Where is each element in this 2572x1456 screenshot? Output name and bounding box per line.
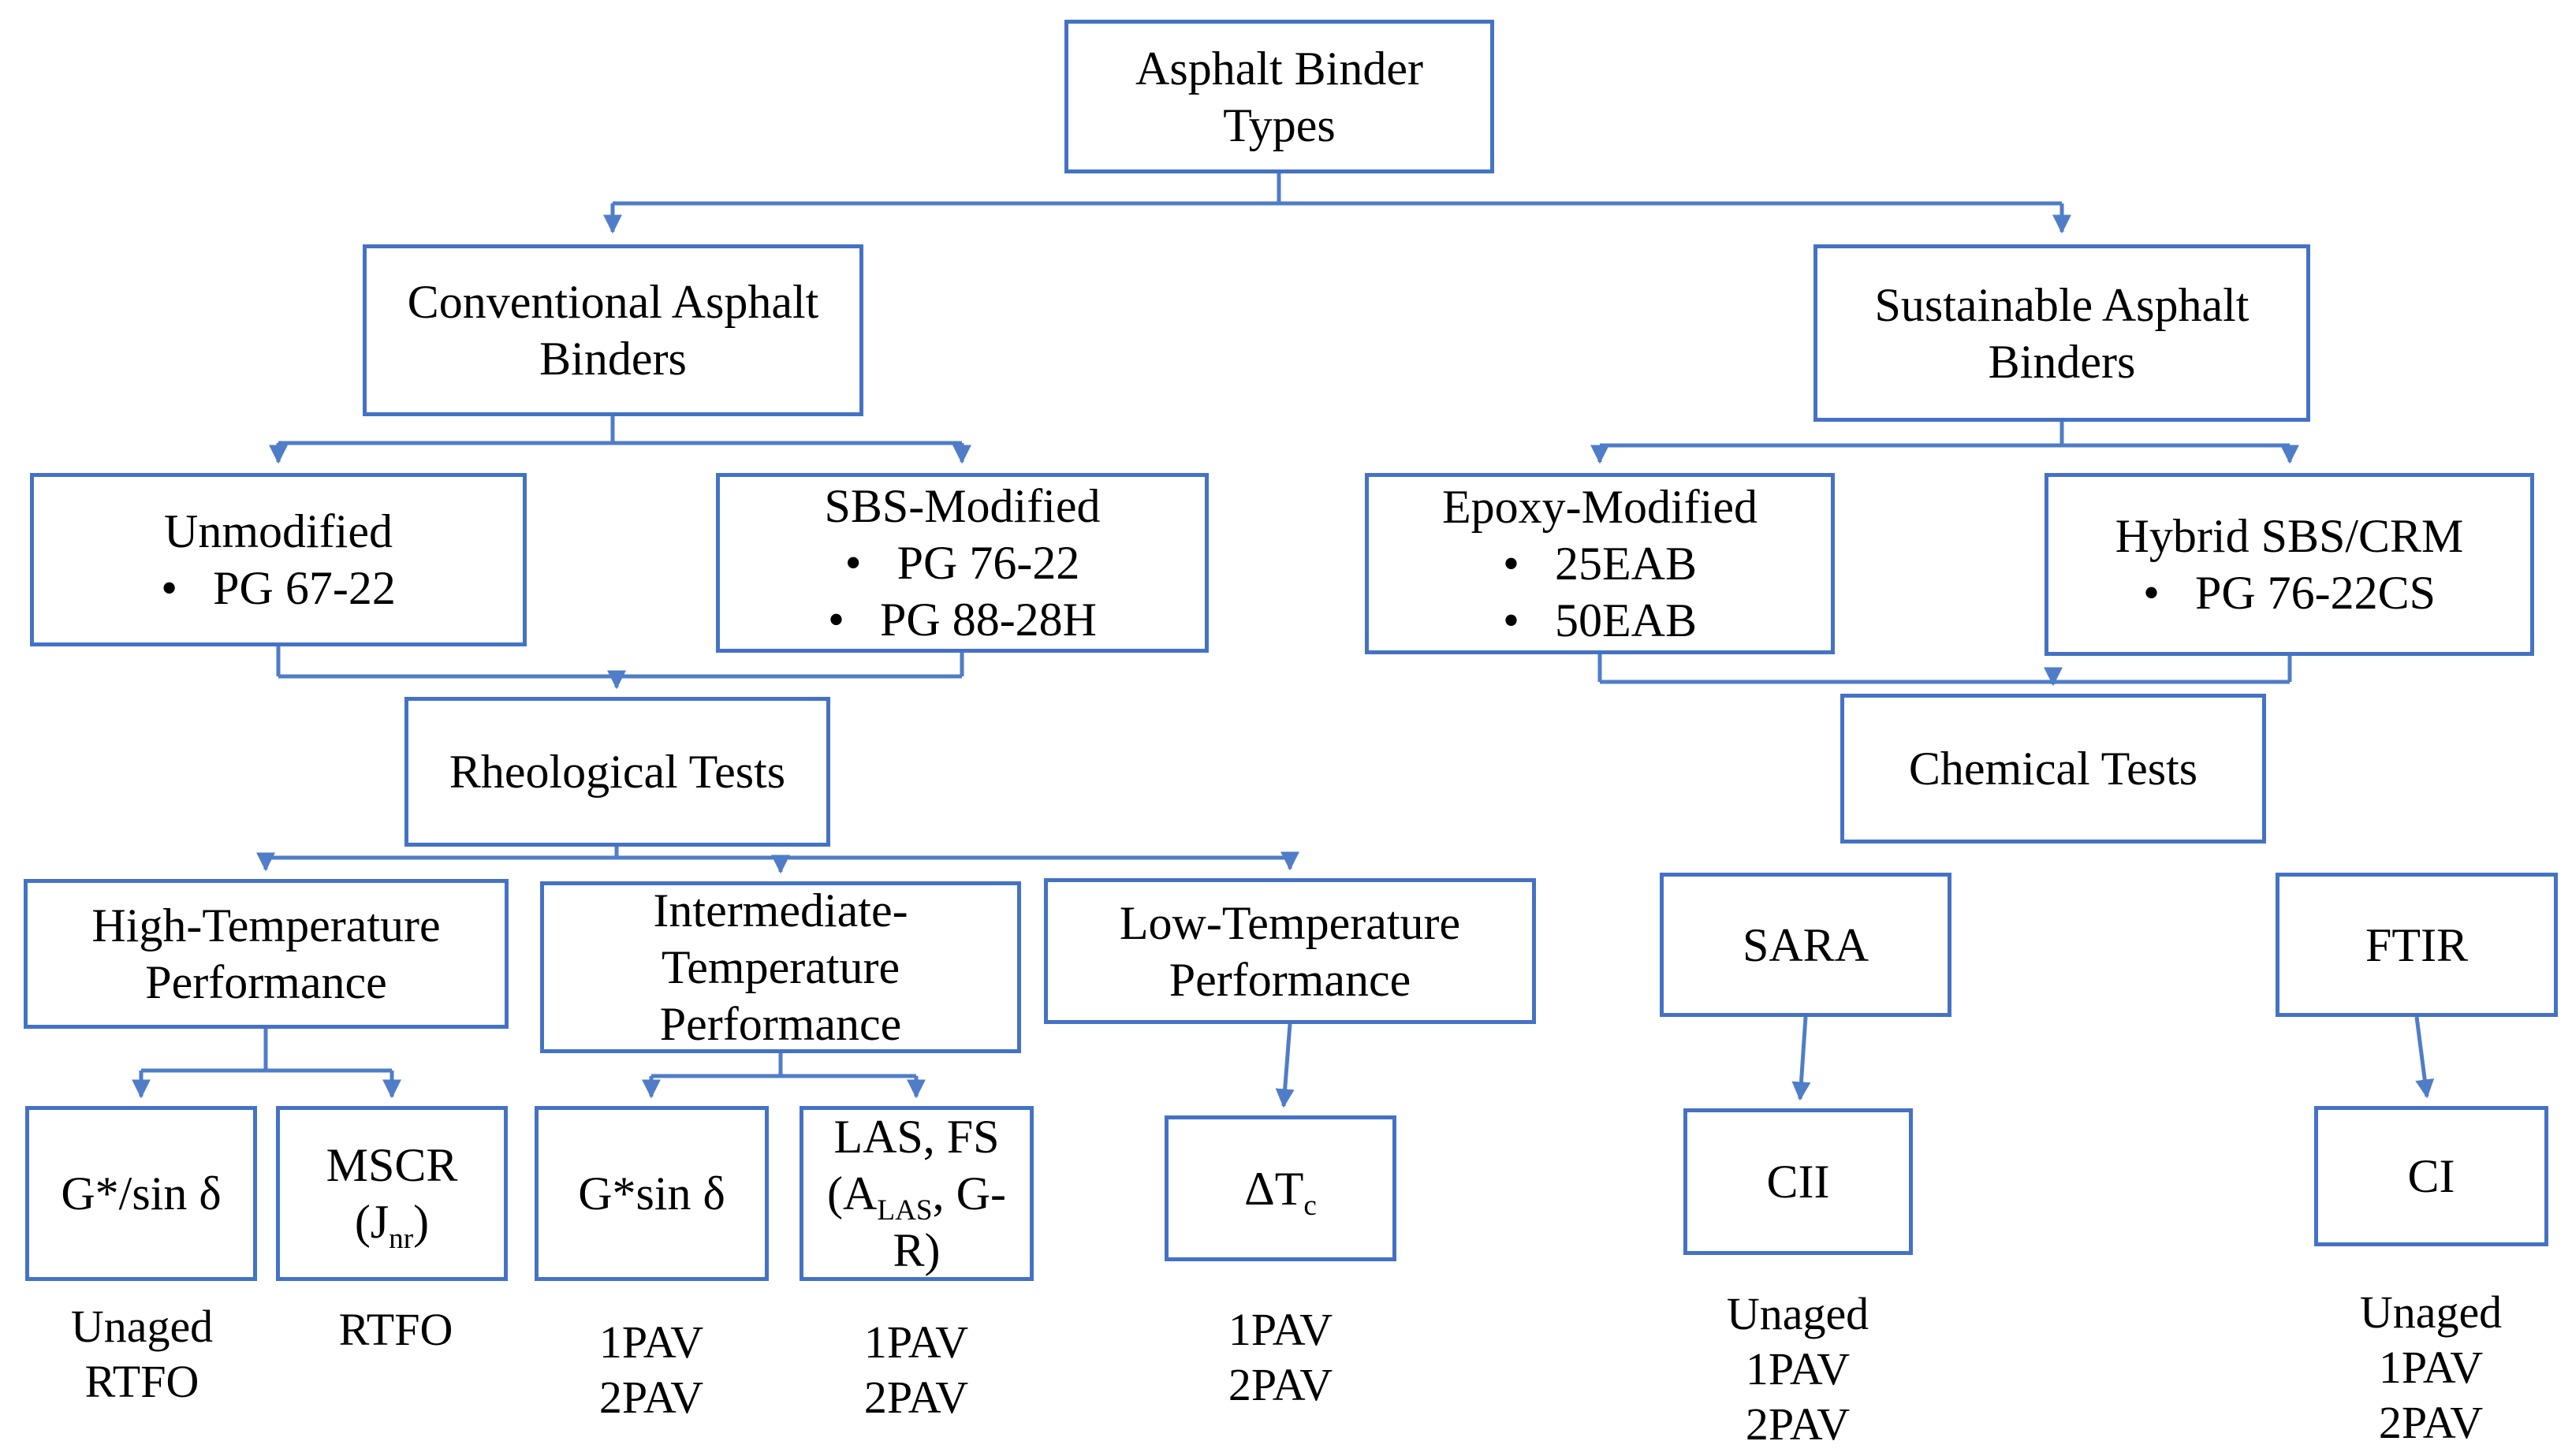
node-ci: CI: [2314, 1106, 2548, 1246]
node-ci-label: CI: [2407, 1150, 2455, 1202]
node-sbs-modified-label: SBS-Modified• PG 76-22• PG 88-28H: [824, 480, 1101, 646]
node-gstar-sin-delta-label: G*sin δ: [578, 1167, 725, 1220]
node-sara-label: SARA: [1742, 918, 1869, 971]
node-hybrid-sbs-crm: Hybrid SBS/CRM• PG 76-22CS: [2045, 473, 2534, 656]
node-unmodified-label: Unmodified• PG 67-22: [161, 505, 396, 614]
node-mscr-jnr-label: MSCR(Jnr): [326, 1139, 458, 1255]
node-las-fs: LAS, FS(ALAS, G-R): [800, 1106, 1034, 1281]
node-rheological-tests-label: Rheological Tests: [449, 746, 786, 798]
node-delta-tc: ΔTc: [1165, 1115, 1396, 1261]
node-chemical-tests: Chemical Tests: [1840, 694, 2266, 843]
node-gstar-sin-delta: G*sin δ: [535, 1106, 769, 1281]
node-ftir-label: FTIR: [2365, 918, 2469, 971]
node-hybrid-sbs-crm-label: Hybrid SBS/CRM• PG 76-22CS: [2115, 510, 2464, 619]
node-rheological-tests: Rheological Tests: [404, 697, 830, 847]
connector-sara-to-cii: [1791, 1016, 1811, 1101]
node-gstar-over-sin-delta-label: G*/sin δ: [61, 1167, 222, 1220]
node-mscr-jnr: MSCR(Jnr): [276, 1106, 508, 1281]
node-chemical-tests-label: Chemical Tests: [1908, 743, 2198, 795]
node-unmodified: Unmodified• PG 67-22: [30, 473, 527, 646]
node-sara: SARA: [1660, 873, 1951, 1017]
node-gstar-over-sin-delta: G*/sin δ: [25, 1106, 257, 1281]
node-cii: CII: [1683, 1108, 1913, 1255]
caption-aging-mscr: RTFO: [338, 1304, 453, 1355]
node-las-fs-label: LAS, FS(ALAS, G-R): [827, 1111, 1006, 1276]
node-epoxy-modified-label: Epoxy-Modified• 25EAB• 50EAB: [1442, 481, 1758, 646]
connector-ftir-to-ci: [2414, 1016, 2435, 1099]
node-sbs-modified: SBS-Modified• PG 76-22• PG 88-28H: [716, 473, 1209, 653]
node-epoxy-modified: Epoxy-Modified• 25EAB• 50EAB: [1365, 473, 1835, 654]
connector-lowtemp-to-dtc: [1275, 1023, 1295, 1108]
node-ftir: FTIR: [2276, 873, 2558, 1017]
node-cii-label: CII: [1766, 1156, 1830, 1208]
node-delta-tc-label: ΔTc: [1244, 1162, 1317, 1222]
